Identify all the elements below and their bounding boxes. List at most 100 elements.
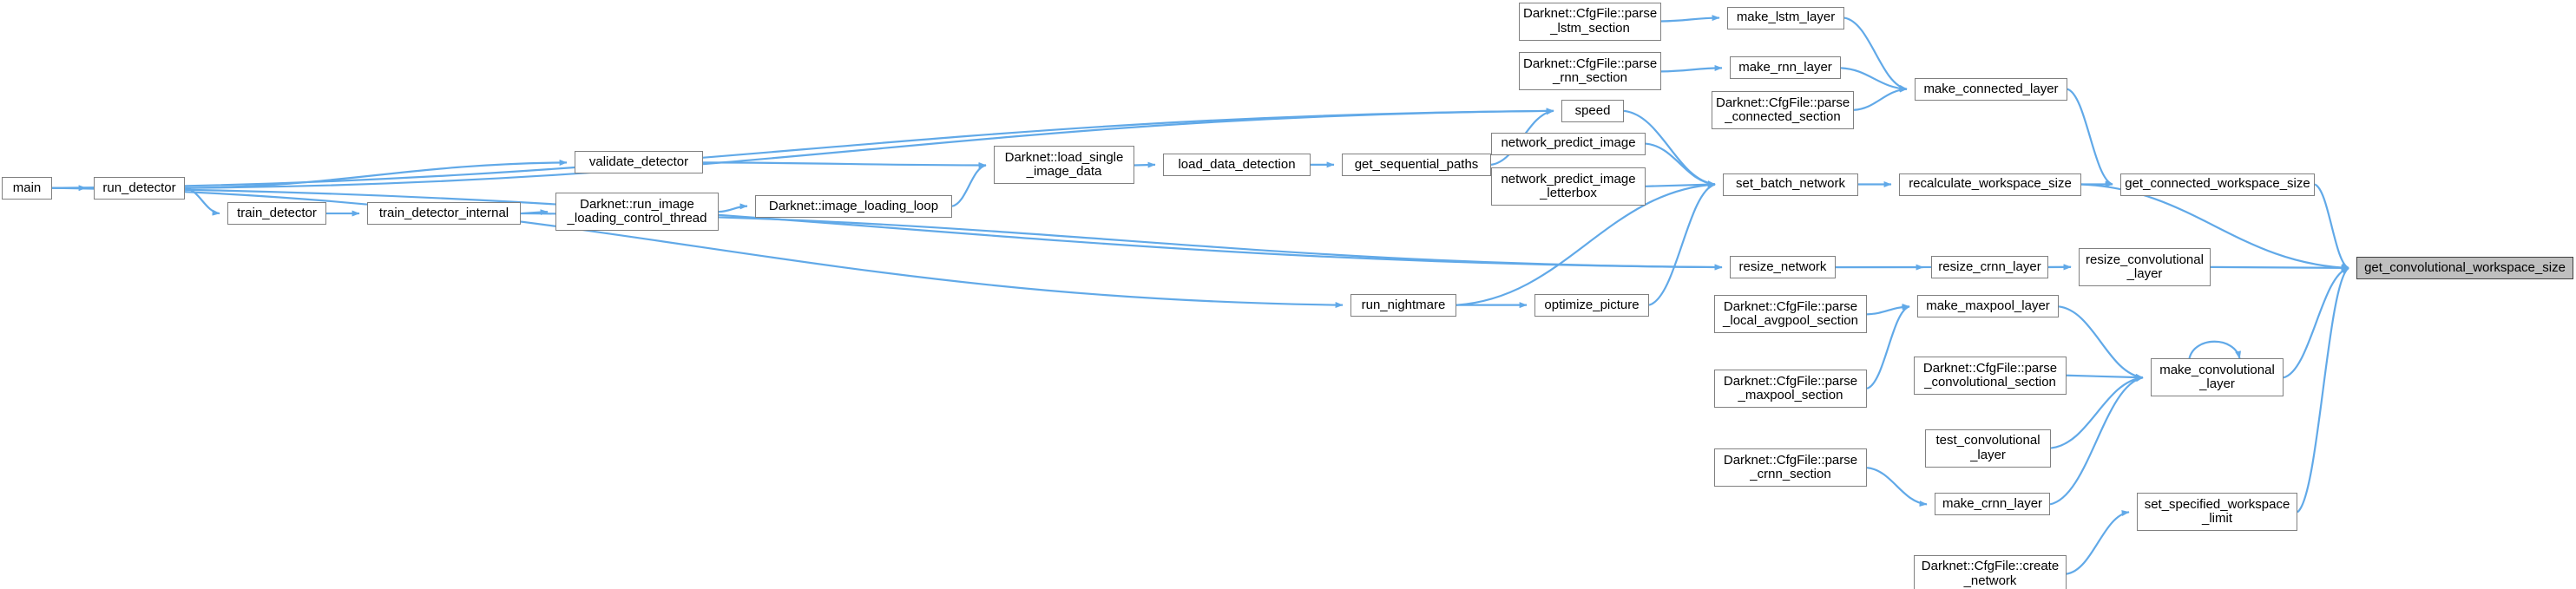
graph-node-label: Darknet::load_single _image_data [1004, 150, 1124, 180]
graph-node-create_network[interactable]: Darknet::CfgFile::create _network [1914, 554, 2067, 589]
graph-node-parse_local_avgpool_section[interactable]: Darknet::CfgFile::parse _local_avgpool_s… [1714, 295, 1867, 334]
graph-node-resize_crnn_layer[interactable]: resize_crnn_layer [1931, 256, 2048, 279]
graph-node-run_detector[interactable]: run_detector [94, 176, 185, 200]
graph-node-train_detector[interactable]: train_detector [227, 202, 326, 226]
graph-node-train_detector_internal[interactable]: train_detector_internal [367, 202, 521, 226]
graph-node-optimize_picture[interactable]: optimize_picture [1534, 293, 1649, 317]
graph-node-resize_convolutional_layer[interactable]: resize_convolutional _layer [2079, 247, 2211, 286]
graph-node-label: resize_crnn_layer [1938, 259, 2041, 274]
graph-node-parse_lstm_section[interactable]: Darknet::CfgFile::parse _lstm_section [1519, 2, 1661, 41]
graph-node-label: set_batch_network [1736, 176, 1845, 192]
graph-edge-make_rnn_layer-to-make_connected_layer [1840, 67, 1908, 92]
graph-node-label: run_nightmare [1361, 297, 1446, 312]
graph-node-label: speed [1574, 102, 1611, 118]
graph-edge-make_convolutional_layer-to-make_convolutional_layer [2188, 340, 2242, 359]
graph-node-label: Darknet::CfgFile::create _network [1921, 559, 2060, 588]
graph-edge-resize_convolutional_layer-to-get_convolutional_workspace_size [2210, 265, 2349, 272]
graph-edge-make_maxpool_layer-to-make_convolutional_layer [2058, 305, 2144, 380]
graph-edge-run_detector-to-train_detector [184, 187, 220, 216]
graph-edge-load_single_image_data-to-load_data_detection [1134, 161, 1156, 168]
graph-node-label: Darknet::CfgFile::parse _connected_secti… [1716, 95, 1850, 124]
graph-edge-main-to-resize_network [51, 187, 1723, 271]
graph-edge-make_crnn_layer-to-make_convolutional_layer [2049, 376, 2144, 506]
graph-edge-main-to-speed [51, 108, 1554, 189]
graph-node-label: make_lstm_layer [1736, 10, 1836, 25]
graph-edge-parse_convolutional_section-to-make_convolutional_layer [2066, 374, 2144, 381]
graph-node-image_loading_loop[interactable]: Darknet::image_loading_loop [755, 194, 952, 218]
graph-node-set_specified_workspace_limit[interactable]: set_specified_workspace _limit [2137, 493, 2297, 532]
graph-node-label: Darknet::CfgFile::parse _local_avgpool_s… [1723, 299, 1858, 329]
graph-edge-parse_crnn_section-to-make_crnn_layer [1866, 467, 1928, 507]
graph-node-validate_detector[interactable]: validate_detector [575, 151, 703, 174]
graph-node-label: make_rnn_layer [1738, 60, 1832, 75]
graph-node-make_lstm_layer[interactable]: make_lstm_layer [1727, 6, 1844, 29]
graph-edge-get_connected_workspace_size-to-get_convolutional_workspace_size [2314, 183, 2349, 269]
graph-edge-create_network-to-set_specified_workspace_limit [2066, 510, 2130, 575]
graph-node-label: network_predict_image [1501, 135, 1636, 151]
graph-node-run_nightmare[interactable]: run_nightmare [1350, 293, 1456, 317]
graph-node-label: train_detector_internal [378, 205, 509, 220]
graph-node-label: run_detector [102, 180, 176, 195]
graph-node-label: Darknet::CfgFile::parse _lstm_section [1523, 6, 1658, 36]
graph-node-parse_maxpool_section[interactable]: Darknet::CfgFile::parse _maxpool_section [1714, 369, 1867, 408]
graph-node-label: network_predict_image _letterbox [1501, 171, 1636, 200]
graph-node-get_connected_workspace_size[interactable]: get_connected_workspace_size [2120, 173, 2315, 196]
graph-node-label: make_convolutional _layer [2159, 363, 2275, 392]
graph-node-resize_network[interactable]: resize_network [1730, 256, 1836, 279]
graph-node-set_batch_network[interactable]: set_batch_network [1723, 173, 1858, 196]
graph-node-label: resize_convolutional _layer [2086, 252, 2204, 281]
graph-node-load_single_image_data[interactable]: Darknet::load_single _image_data [994, 146, 1134, 185]
graph-node-make_connected_layer[interactable]: make_connected_layer [1915, 77, 2067, 101]
graph-node-label: get_sequential_paths [1354, 156, 1479, 172]
graph-node-make_crnn_layer[interactable]: make_crnn_layer [1935, 493, 2050, 516]
graph-node-label: Darknet::CfgFile::parse _crnn_section [1723, 453, 1858, 482]
graph-edge-run_nightmare-to-set_batch_network [1456, 181, 1716, 306]
graph-node-label: load_data_detection [1178, 156, 1296, 172]
graph-node-parse_connected_section[interactable]: Darknet::CfgFile::parse _connected_secti… [1712, 90, 1854, 129]
graph-edge-make_lstm_layer-to-make_connected_layer [1843, 16, 1908, 91]
graph-edge-parse_connected_section-to-make_connected_layer [1853, 86, 1908, 111]
graph-node-get_sequential_paths[interactable]: get_sequential_paths [1342, 153, 1491, 176]
graph-node-test_convolutional_layer[interactable]: test_convolutional _layer [1925, 429, 2051, 468]
graph-node-main[interactable]: main [2, 176, 52, 200]
graph-node-label: train_detector [237, 205, 317, 220]
graph-node-label: optimize_picture [1544, 297, 1640, 312]
graph-node-label: resize_network [1738, 259, 1827, 274]
graph-edge-main-to-run_nightmare [51, 187, 1344, 309]
graph-node-label: make_crnn_layer [1942, 496, 2043, 512]
graph-node-speed[interactable]: speed [1561, 99, 1624, 122]
graph-node-load_data_detection[interactable]: load_data_detection [1163, 153, 1311, 176]
graph-node-network_predict_image_letterbox[interactable]: network_predict_image _letterbox [1491, 167, 1646, 206]
graph-node-recalculate_workspace_size[interactable]: recalculate_workspace_size [1899, 173, 2081, 196]
graph-node-make_convolutional_layer[interactable]: make_convolutional _layer [2151, 358, 2284, 397]
graph-node-make_rnn_layer[interactable]: make_rnn_layer [1730, 56, 1841, 80]
graph-edge-parse_rnn_section-to-make_rnn_layer [1660, 64, 1723, 73]
graph-edge-run_detector-to-speed [184, 108, 1554, 189]
graph-edge-run_image_loading_control-to-image_loading_loop [718, 203, 748, 213]
graph-node-label: make_maxpool_layer [1926, 298, 2050, 314]
graph-edge-validate_detector-to-load_single_image_data [702, 161, 987, 168]
graph-node-label: set_specified_workspace _limit [2144, 497, 2290, 527]
graph-node-label: Darknet::run_image _loading_control_thre… [567, 196, 707, 226]
graph-node-label: validate_detector [588, 154, 689, 170]
graph-node-label: Darknet::image_loading_loop [768, 198, 939, 213]
graph-edge-network_predict_image-to-set_batch_network [1645, 142, 1716, 187]
graph-node-parse_crnn_section[interactable]: Darknet::CfgFile::parse _crnn_section [1714, 448, 1867, 488]
graph-node-get_convolutional_workspace_size[interactable]: get_convolutional_workspace_size [2356, 256, 2573, 279]
graph-node-label: recalculate_workspace_size [1909, 176, 2072, 192]
graph-edge-make_convolutional_layer-to-get_convolutional_workspace_size [2283, 266, 2349, 379]
graph-edge-train_detector_internal-to-resize_network [520, 212, 1723, 271]
graph-edge-set_specified_workspace_limit-to-get_convolutional_workspace_size [2297, 267, 2349, 514]
graph-node-label: Darknet::CfgFile::parse _rnn_section [1523, 56, 1658, 86]
graph-node-label: test_convolutional _layer [1935, 433, 2040, 462]
graph-edge-test_convolutional_layer-to-make_convolutional_layer [2050, 375, 2144, 449]
graph-node-parse_convolutional_section[interactable]: Darknet::CfgFile::parse _convolutional_s… [1914, 356, 2067, 395]
graph-node-run_image_loading_control[interactable]: Darknet::run_image _loading_control_thre… [555, 193, 719, 232]
graph-node-make_maxpool_layer[interactable]: make_maxpool_layer [1917, 295, 2059, 318]
graph-node-parse_rnn_section[interactable]: Darknet::CfgFile::parse _rnn_section [1519, 52, 1661, 91]
graph-node-network_predict_image[interactable]: network_predict_image [1491, 132, 1646, 155]
graph-node-label: make_connected_layer [1923, 81, 2059, 96]
graph-edge-parse_lstm_section-to-make_lstm_layer [1660, 15, 1720, 23]
